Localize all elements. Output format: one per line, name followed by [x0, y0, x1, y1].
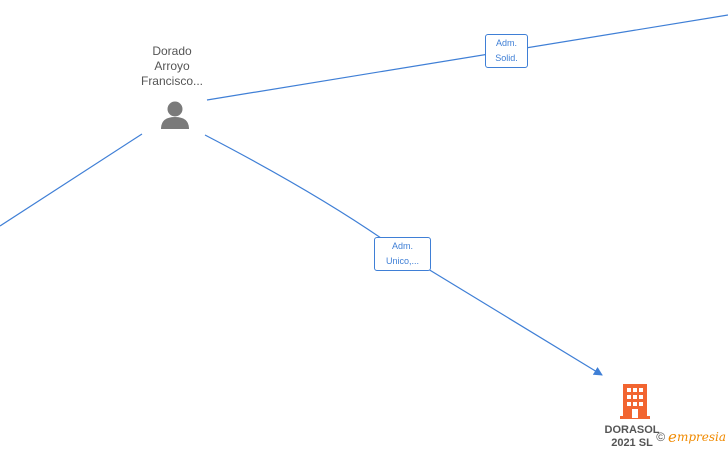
edge-person-to-offscreen-right: [206, 14, 728, 101]
person-name-line-2: Arroyo: [154, 59, 190, 73]
company-name[interactable]: DORASOL 2021 SL: [592, 424, 672, 450]
relation-label-adm-unico[interactable]: Adm. Unico,...: [374, 237, 431, 271]
company-name-line-2: 2021 SL: [611, 437, 653, 449]
relation-line-1: Adm.: [495, 38, 517, 48]
person-name-line-1: Dorado: [152, 44, 192, 58]
brand-logo-e: e: [668, 428, 677, 446]
building-icon[interactable]: [620, 384, 650, 420]
person-name[interactable]: Dorado Arroyo Francisco...: [122, 44, 222, 89]
person-name-line-3: Francisco...: [140, 74, 203, 88]
relation-line-2: Solid.: [495, 53, 518, 63]
brand-logo-text: mpresia: [676, 430, 726, 444]
copyright-symbol: ©: [656, 430, 666, 444]
relation-line-1: Adm.: [391, 241, 413, 251]
relation-line-2: Unico,...: [385, 256, 419, 266]
relation-label-adm-solid[interactable]: Adm. Solid.: [485, 34, 528, 68]
empresia-watermark: © e mpresia: [656, 428, 726, 446]
person-icon[interactable]: [159, 100, 191, 130]
edge-to-offscreen-left: [0, 133, 143, 227]
company-name-line-1: DORASOL: [604, 424, 660, 436]
